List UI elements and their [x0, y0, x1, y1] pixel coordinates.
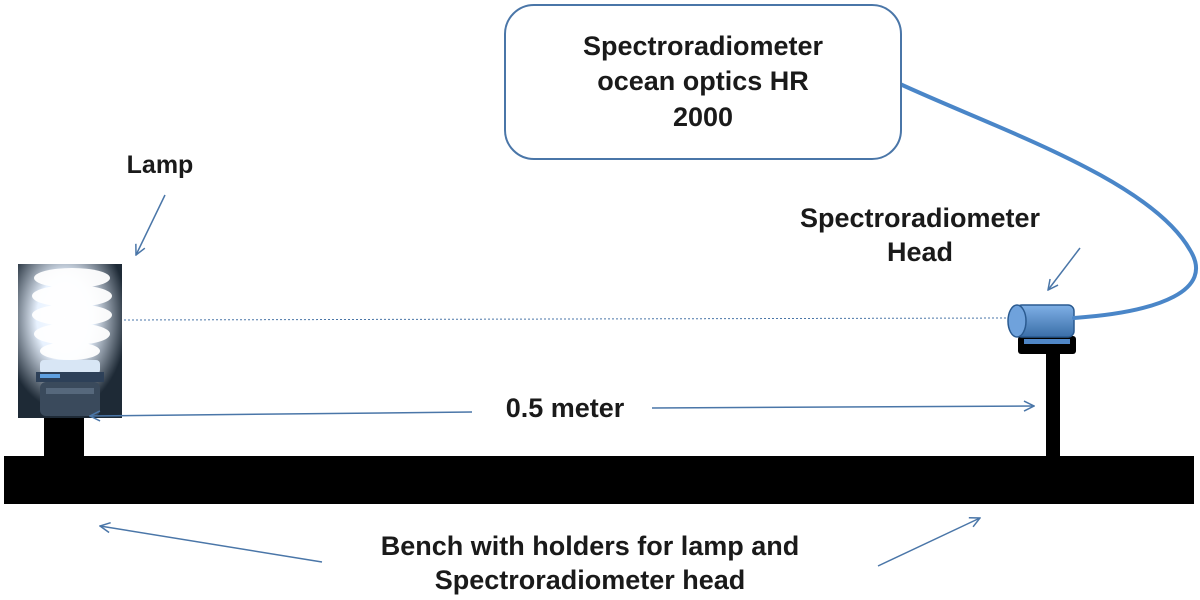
head-holder-post: [1046, 350, 1060, 458]
bench-arrow-right: [877, 518, 980, 567]
spectroradiometer-box-label: Spectroradiometer ocean optics HR 2000: [583, 29, 823, 134]
spectroradiometer-box-line-3: 2000: [672, 101, 734, 132]
bench-label-line-2: Spectroradiometer head: [434, 564, 746, 595]
head-mount: [1018, 336, 1076, 354]
light-path-line: [123, 317, 1011, 321]
lamp-icon: [18, 264, 122, 418]
bench: [4, 456, 1194, 504]
distance-arrow-left: [90, 412, 473, 416]
bench-label-line-1: Bench with holders for lamp and: [380, 531, 800, 561]
fiber-cable: [898, 82, 1198, 320]
spectroradiometer-box: Spectroradiometer ocean optics HR 2000: [504, 4, 902, 160]
head-label-arrow: [1048, 247, 1081, 290]
lamp-holder-post: [44, 416, 84, 458]
bench-label: Bench with holders for lamp and Spectror…: [290, 530, 890, 598]
distance-arrow-right: [651, 406, 1034, 408]
spectroradiometer-head-label: Spectroradiometer Head: [740, 202, 1100, 270]
lamp-label-arrow: [136, 194, 166, 255]
spectroradiometer-box-line-2: ocean optics HR: [597, 66, 809, 97]
bench-arrow-left: [100, 526, 323, 563]
lamp-label: Lamp: [126, 151, 194, 179]
spectroradiometer-box-line-1: Spectroradiometer: [582, 31, 824, 62]
head-label-line-2: Head: [886, 236, 954, 267]
spectroradiometer-head-icon: [1007, 304, 1075, 338]
distance-label: 0.5 meter: [505, 393, 625, 423]
head-label-line-1: Spectroradiometer: [799, 203, 1041, 233]
